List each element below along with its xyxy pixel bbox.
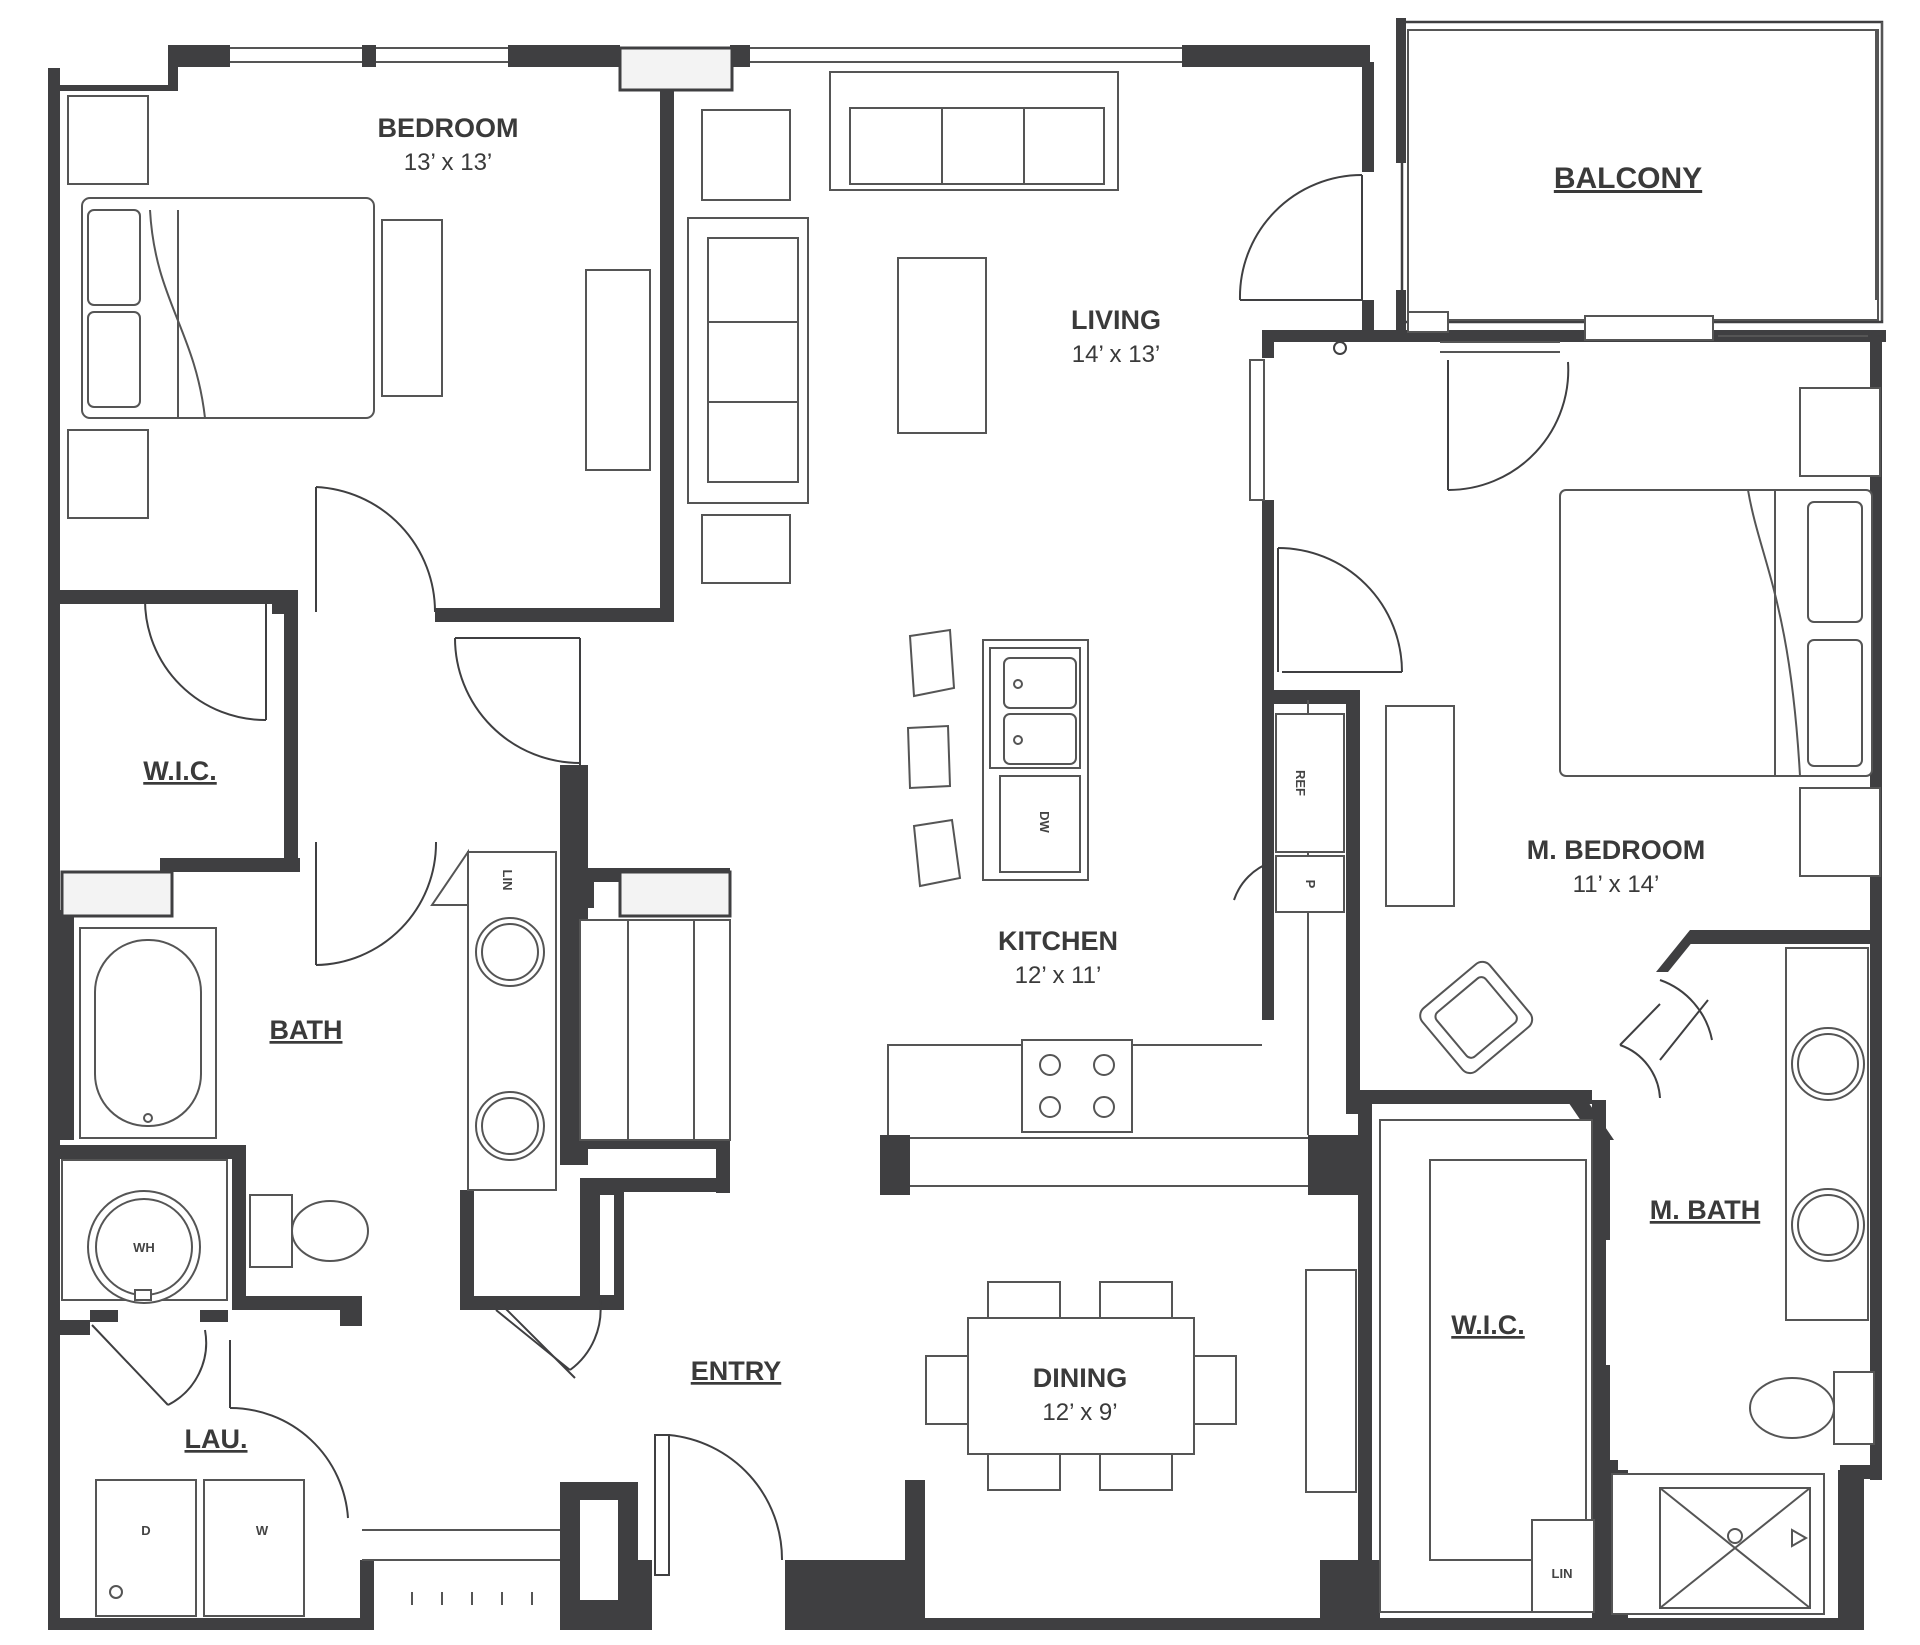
master-bath-fixtures <box>1379 947 1875 1615</box>
dining-name: DINING <box>1033 1363 1128 1393</box>
balcony <box>1396 18 1884 341</box>
pantry-label: P <box>1303 880 1318 889</box>
m-bath-name: M. BATH <box>1650 1195 1760 1225</box>
granite-counters <box>60 46 734 1141</box>
m-bedroom-dims: 11’ x 14’ <box>1573 871 1660 898</box>
room-labels: BEDROOM 13’ x 13’ LIVING 14’ x 13’ BALCO… <box>143 113 1760 1454</box>
laundry-name: LAU. <box>185 1424 248 1454</box>
wic-left-name: W.I.C. <box>143 756 217 786</box>
balcony-name: BALCONY <box>1554 162 1702 195</box>
linen-bath-label: LIN <box>500 870 515 891</box>
bath-name: BATH <box>270 1015 343 1045</box>
bedroom-dims: 13’ x 13’ <box>404 149 493 176</box>
dryer-label: D <box>141 1523 150 1538</box>
bedroom-furniture <box>67 95 651 519</box>
water-heater-label: WH <box>133 1240 155 1255</box>
dining-dims: 12’ x 9’ <box>1042 1399 1117 1426</box>
fixture-labels: REF P DW LIN LIN WH D W <box>133 770 1572 1581</box>
windows <box>1440 335 1868 353</box>
laundry-fixtures <box>61 1159 560 1617</box>
kitchen-name: KITCHEN <box>998 926 1118 956</box>
dishwasher-label: DW <box>1037 811 1052 833</box>
washer-label: W <box>256 1523 269 1538</box>
living-dims: 14’ x 13’ <box>1072 341 1161 368</box>
exterior-walls <box>48 45 1886 1630</box>
ref-label: REF <box>1293 770 1308 796</box>
living-furniture <box>687 71 1265 584</box>
interior-walls <box>48 90 1882 1630</box>
bath-fixtures <box>79 848 557 1268</box>
kitchen-fixtures <box>887 628 1345 1187</box>
dining-furniture <box>925 1269 1357 1493</box>
living-name: LIVING <box>1071 305 1161 335</box>
kitchen-dims: 12’ x 11’ <box>1015 962 1102 989</box>
bedroom-name: BEDROOM <box>378 113 519 143</box>
m-bedroom-name: M. BEDROOM <box>1527 835 1706 865</box>
master-bedroom-furniture <box>1385 387 1881 1075</box>
entry-name: ENTRY <box>691 1356 782 1386</box>
linen-mbath-label: LIN <box>1552 1566 1573 1581</box>
angled-walls <box>60 930 1702 1620</box>
wic-right-name: W.I.C. <box>1451 1310 1525 1340</box>
